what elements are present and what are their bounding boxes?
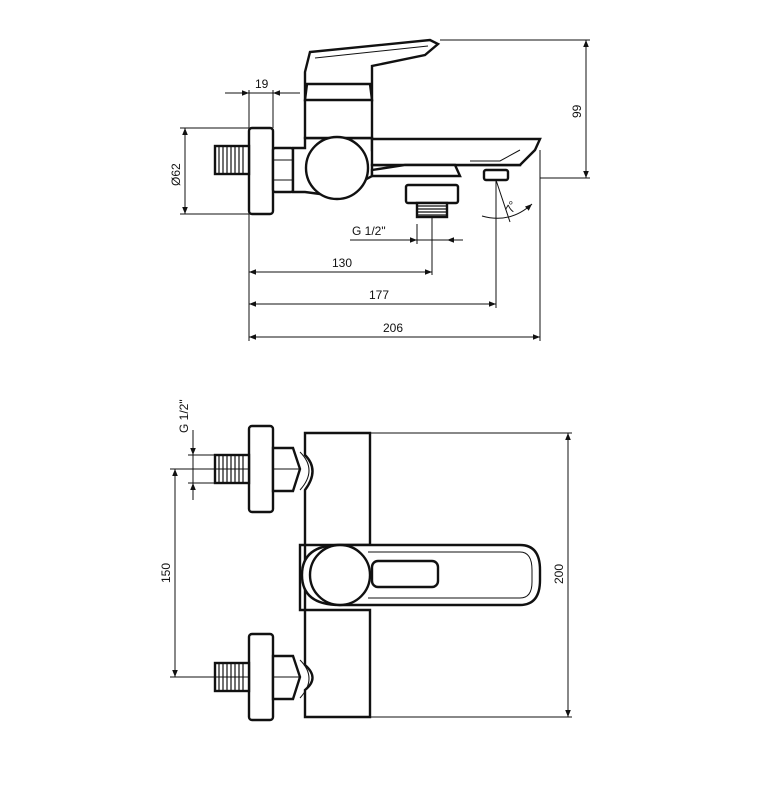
dim-thread-label: G 1/2"	[352, 224, 386, 238]
dim-angle-label: 7°	[502, 198, 520, 215]
dim-diameter-label: Ø62	[169, 163, 183, 186]
control-knob-front	[308, 543, 372, 607]
side-view: 19 Ø62 99 G 1/2" 130 177 206 7°	[169, 38, 590, 341]
hex-nut	[271, 146, 295, 194]
lever-slot	[370, 559, 440, 589]
bath-outlet-body	[370, 163, 462, 178]
dim-outlet-label: 130	[332, 256, 352, 270]
aerator	[482, 168, 510, 182]
upper-connection	[213, 424, 310, 514]
handle-neck	[303, 82, 374, 102]
bath-outlet-nut	[404, 183, 460, 205]
lower-connection	[213, 632, 310, 722]
control-knob	[304, 135, 370, 201]
mixer-body-front	[298, 431, 372, 719]
front-dim-thread-label: G 1/2"	[177, 399, 191, 433]
front-dim-height-label: 200	[552, 564, 566, 584]
wall-flange	[247, 126, 275, 216]
dim-depth-label: 19	[255, 77, 269, 91]
dim-height-label: 99	[570, 104, 584, 118]
front-view: G 1/2" 150 200	[159, 399, 572, 722]
dim-spout-tip-label: 177	[369, 288, 389, 302]
front-dim-spacing-label: 150	[159, 563, 173, 583]
inlet-thread	[213, 144, 251, 176]
dim-total-label: 206	[383, 321, 403, 335]
spout	[370, 137, 542, 167]
